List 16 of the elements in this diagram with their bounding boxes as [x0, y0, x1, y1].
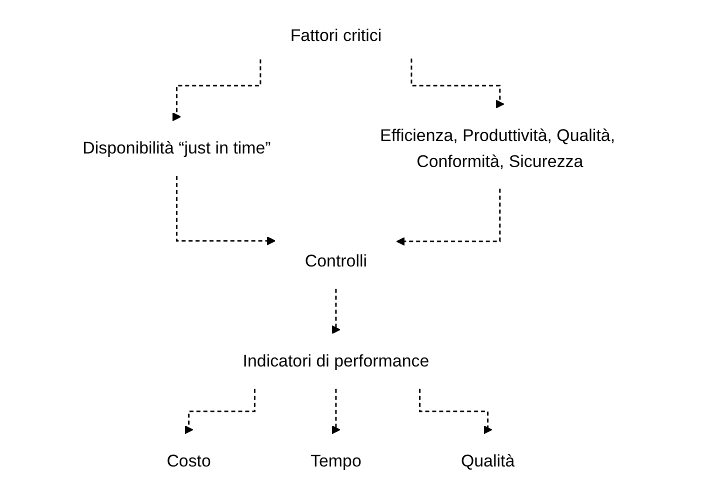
arrow [332, 288, 340, 334]
node-text: Efficienza, Produttività, Qualità, Conformità, Sicurezza [380, 126, 616, 170]
arrow [172, 59, 262, 122]
node-text: Costo [166, 452, 211, 471]
node-text: Disponibilità “just in time” [82, 138, 271, 158]
node-text: Controlli [304, 251, 368, 270]
arrow [176, 176, 276, 246]
node-text: Tempo [310, 452, 362, 471]
arrow [410, 58, 504, 108]
arrow [419, 388, 492, 434]
node-text: Fattori critici [290, 26, 382, 45]
arrow [184, 388, 256, 434]
arrow [332, 388, 340, 434]
node-text: Indicatori di performance [242, 352, 430, 371]
node-text: Qualità [460, 452, 515, 471]
arrow [396, 188, 501, 246]
